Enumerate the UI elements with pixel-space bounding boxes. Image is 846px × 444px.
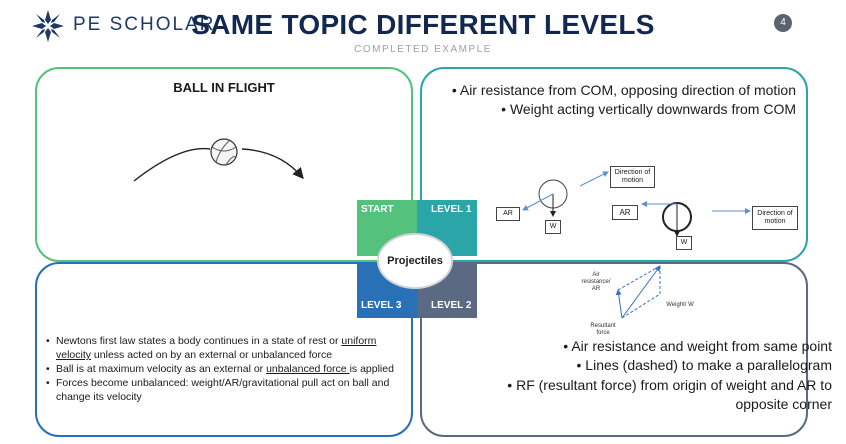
level2-bullet-2: • Lines (dashed) to make a parallelogram <box>576 357 833 373</box>
level3-bullet-3: Forces become unbalanced: weight/AR/grav… <box>46 376 406 404</box>
ar-label-2: AR <box>612 205 638 220</box>
level1-panel <box>420 67 808 262</box>
ar-label-1: AR <box>496 207 520 221</box>
ball-flight-diagram <box>133 138 304 182</box>
direction-label-1: Direction of motion <box>610 166 655 188</box>
level3-bullet-1: Newtons first law states a body continue… <box>46 334 406 362</box>
w-label-1: W <box>545 220 561 234</box>
weight-label: Weight/ W <box>666 302 694 308</box>
level2-panel <box>420 262 808 437</box>
projectiles-center: Projectiles <box>377 233 453 289</box>
page-title: SAME TOPIC DIFFERENT LEVELS <box>191 9 655 40</box>
level1-force-diagram <box>522 171 751 237</box>
level1-bullet-2: • Weight acting vertically downwards fro… <box>501 101 796 117</box>
logo-text: PE SCHOLAR <box>73 14 216 35</box>
level3-bullet-2: Ball is at maximum velocity as an extern… <box>46 362 406 376</box>
w-label-2: W <box>676 236 692 250</box>
air-resistance-label: Air resistance/ AR <box>581 272 611 292</box>
parallelogram-diagram <box>615 265 661 319</box>
level1-bullet-1: • Air resistance from COM, opposing dire… <box>451 82 796 98</box>
level2-bullet-1: • Air resistance and weight from same po… <box>563 338 832 354</box>
level3-bullet-list: Newtons first law states a body continue… <box>46 334 406 404</box>
logo-icon <box>30 8 66 44</box>
resultant-force-label: Resultant force <box>590 323 616 336</box>
ball-in-flight-title: BALL IN FLIGHT <box>173 80 275 95</box>
page-number-badge: 4 <box>774 14 792 32</box>
level2-bullet-3: • RF (resultant force) from origin of we… <box>507 377 832 412</box>
page-subtitle: COMPLETED EXAMPLE <box>354 44 492 55</box>
direction-label-2: Direction of motion <box>752 206 798 230</box>
volleyball-icon <box>210 138 238 166</box>
